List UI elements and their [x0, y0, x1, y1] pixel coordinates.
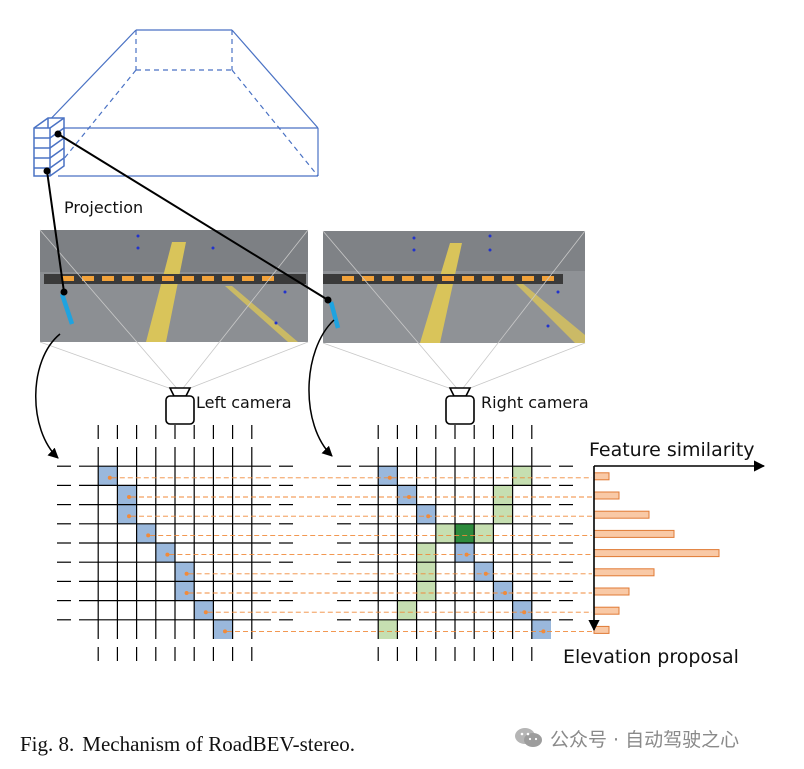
right-curve-arrow [308, 319, 335, 457]
similarity-bar [593, 491, 620, 500]
green-cell [378, 619, 398, 639]
sample-dot [146, 533, 151, 538]
blue-cell [213, 619, 233, 639]
bev-volume [41, 29, 319, 177]
blue-cell [155, 543, 175, 563]
right-camera-image [323, 231, 585, 343]
sample-dot [127, 495, 131, 499]
green-cell [416, 543, 436, 563]
projection-points [43, 130, 332, 304]
left-cost-grid [57, 425, 293, 661]
sample-dot [165, 552, 170, 557]
left-curve-arrow [35, 333, 61, 459]
voxel-pillar [33, 117, 65, 177]
green-cell [493, 485, 513, 505]
similarity-bar [593, 529, 675, 538]
blue-cell [378, 466, 398, 486]
right-camera-icon [445, 387, 475, 425]
left-camera-label: Left camera [196, 393, 292, 412]
blue-cell [397, 485, 417, 505]
green-cell [512, 466, 532, 486]
blue-cell [512, 600, 532, 620]
green-cell [416, 562, 436, 582]
blue-cell [455, 543, 475, 563]
blue-cell [493, 581, 513, 601]
elevation-proposal-label: Elevation proposal [563, 646, 739, 668]
feature-similarity-bars [593, 472, 720, 634]
blue-cell [117, 485, 137, 505]
sample-dot [184, 591, 189, 595]
sample-dot [127, 514, 131, 519]
green-cell [397, 600, 417, 620]
blue-cell [175, 581, 195, 601]
similarity-bar [593, 549, 720, 558]
row-correspondence-dashes [111, 477, 592, 632]
camera-frusta [39, 229, 586, 393]
sample-dot [387, 475, 392, 480]
similarity-bar [593, 472, 610, 481]
projection-label: Projection [64, 198, 143, 217]
blue-cell [136, 523, 156, 543]
similarity-bar [593, 625, 610, 634]
figure-caption: Fig. 8. Mechanism of RoadBEV-stereo. [20, 732, 363, 757]
blue-cell [98, 466, 118, 486]
similarity-bar [593, 587, 630, 596]
left-camera-image [40, 230, 308, 342]
similarity-bar [593, 568, 655, 577]
figure-caption-text: Mechanism of RoadBEV-stereo. [82, 732, 356, 756]
figure-number: Fig. 8. [20, 732, 75, 756]
sample-dot [107, 475, 112, 480]
projection-rays [46, 133, 329, 301]
sample-dot [203, 610, 208, 615]
green-cell [435, 523, 455, 543]
sample-dot [184, 571, 189, 576]
sample-dot [407, 495, 411, 499]
watermark: 公众号 · 自动驾驶之心 [514, 725, 739, 751]
similarity-bar [593, 510, 650, 519]
wechat-icon [515, 728, 542, 747]
watermark-text: 公众号 · 自动驾驶之心 [550, 728, 740, 751]
right-cost-grid [337, 425, 573, 661]
sample-dot [223, 629, 227, 634]
blue-cell [416, 504, 436, 524]
similarity-bar [593, 606, 620, 615]
blue-cell [531, 619, 551, 639]
blue-cell [474, 562, 494, 582]
right-camera-label: Right camera [481, 393, 589, 412]
green-cell [493, 504, 513, 524]
feature-similarity-label: Feature similarity [589, 439, 755, 461]
green-cell [416, 581, 436, 601]
left-camera-icon [165, 387, 195, 425]
green-cell [474, 523, 494, 543]
blue-cell [194, 600, 214, 620]
blue-cell [117, 504, 137, 524]
best-match-cell [455, 523, 475, 543]
blue-cell [175, 562, 195, 582]
